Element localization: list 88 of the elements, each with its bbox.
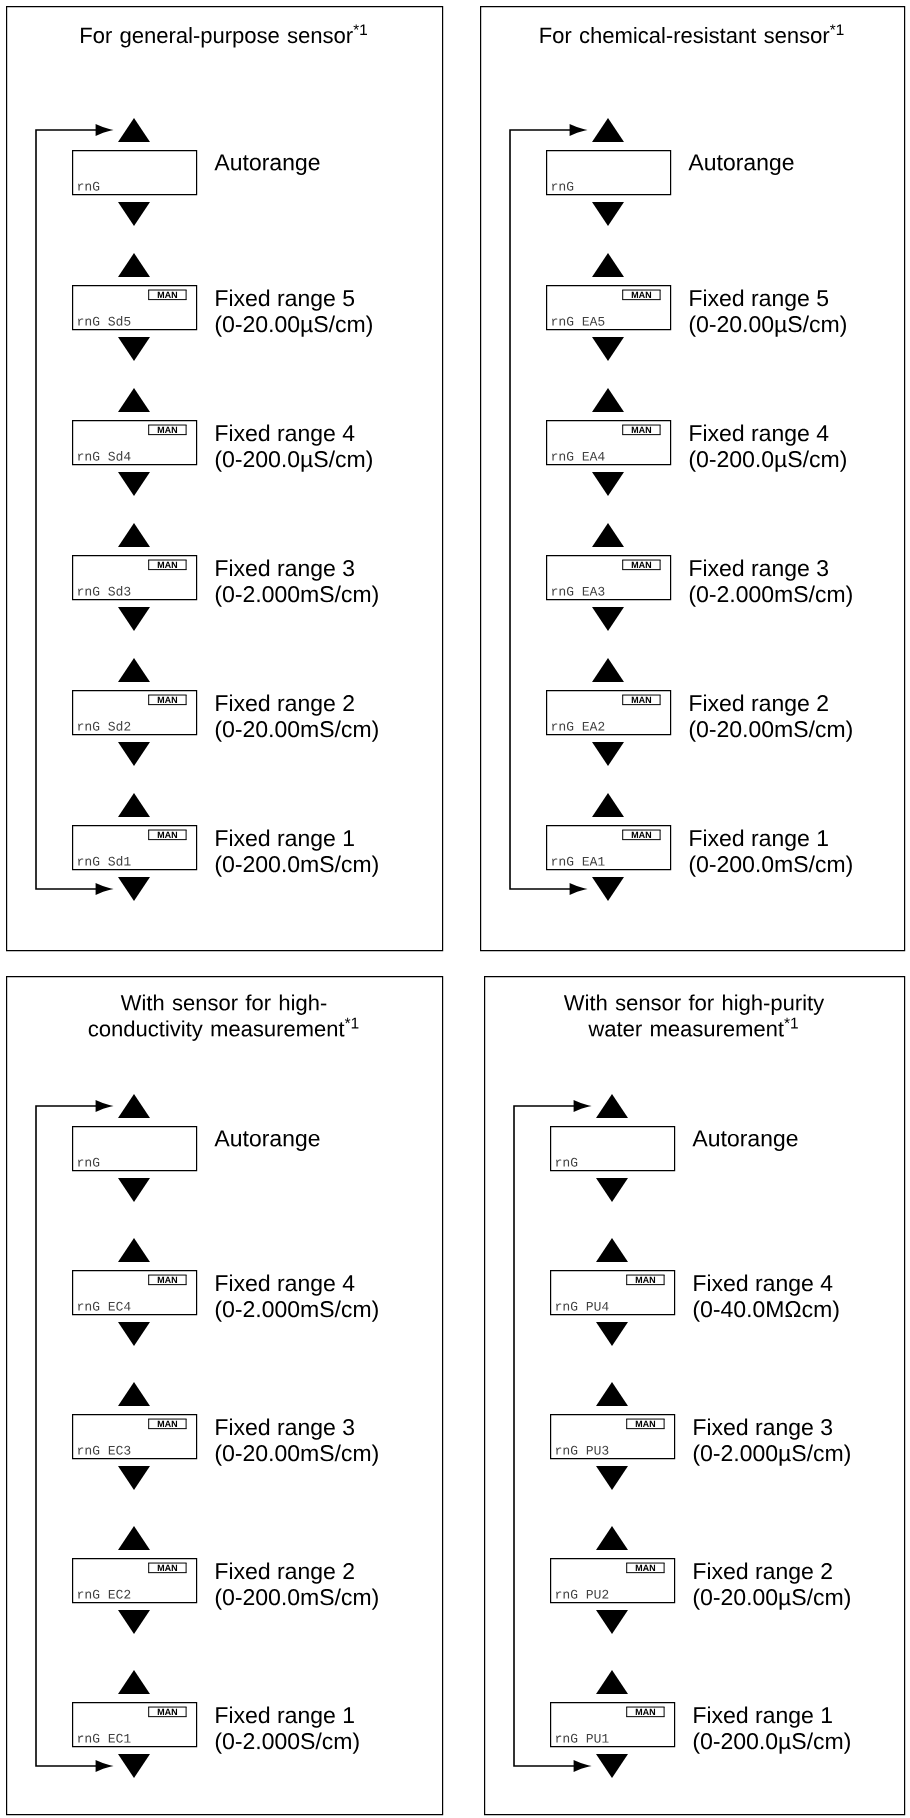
range-value: (0-2.000mS/cm) [215, 1300, 378, 1322]
down-triangle [596, 1466, 628, 1490]
down-triangle [118, 337, 150, 361]
range-name: Fixed range 1 [694, 1706, 832, 1728]
up-triangle [596, 1094, 628, 1118]
down-triangle [118, 202, 150, 226]
range-name: Fixed range 2 [216, 1562, 354, 1584]
down-triangle [592, 472, 624, 496]
range-name: Fixed range 3 [690, 559, 828, 581]
up-triangle [596, 1526, 628, 1550]
range-name: Autorange [692, 1130, 798, 1151]
range-value: (0-20.00µS/cm) [689, 315, 846, 337]
up-triangle [118, 388, 150, 412]
up-triangle [118, 523, 150, 547]
range-value: (0-2.000S/cm) [215, 1732, 359, 1754]
range-name: Fixed range 4 [690, 424, 829, 446]
up-triangle [596, 1670, 628, 1694]
up-triangle [118, 1526, 150, 1550]
loop-arrow [35, 1100, 111, 1772]
range-name: Autorange [214, 1130, 320, 1151]
down-triangle [592, 742, 624, 766]
range-name: Fixed range 3 [216, 1418, 354, 1440]
range-name: Fixed range 2 [690, 694, 828, 716]
range-name: Fixed range 1 [690, 829, 828, 851]
down-triangle [118, 1322, 150, 1346]
down-triangle [118, 742, 150, 766]
range-value: (0-20.00mS/cm) [689, 720, 852, 742]
range-value: (0-200.0mS/cm) [689, 855, 852, 877]
down-triangle [596, 1610, 628, 1634]
range-name: Fixed range 5 [216, 289, 355, 311]
up-triangle [118, 1094, 150, 1118]
down-triangle [118, 1610, 150, 1634]
range-value: (0-2.000mS/cm) [215, 585, 378, 607]
up-triangle [118, 1382, 150, 1406]
down-triangle [592, 877, 624, 901]
down-triangle [118, 1178, 150, 1202]
down-triangle [596, 1322, 628, 1346]
up-triangle [592, 793, 624, 817]
loop-arrow [513, 1100, 589, 1772]
range-name: Fixed range 3 [694, 1418, 832, 1440]
range-value: (0-20.00mS/cm) [215, 720, 378, 742]
loop-arrow [35, 124, 111, 895]
range-value: (0-200.0µS/cm) [693, 1732, 850, 1754]
range-name: Fixed range 2 [216, 694, 354, 716]
up-triangle [118, 118, 150, 142]
down-triangle [592, 607, 624, 631]
up-triangle [118, 1670, 150, 1694]
down-triangle [118, 1466, 150, 1490]
up-triangle [592, 253, 624, 277]
range-name: Fixed range 4 [216, 424, 355, 446]
range-value: (0-200.0µS/cm) [689, 450, 846, 472]
range-value: (0-200.0mS/cm) [215, 1588, 378, 1610]
range-value: (0-20.00mS/cm) [215, 1444, 378, 1466]
range-name: Fixed range 2 [694, 1562, 832, 1584]
range-value: (0-2.000mS/cm) [689, 585, 852, 607]
down-triangle [118, 877, 150, 901]
range-name: Fixed range 3 [216, 559, 354, 581]
down-triangle [118, 472, 150, 496]
up-triangle [592, 523, 624, 547]
range-name: Fixed range 1 [216, 1706, 354, 1728]
up-triangle [118, 253, 150, 277]
range-value: (0-20.00µS/cm) [693, 1588, 850, 1610]
up-triangle [592, 118, 624, 142]
range-name: Fixed range 4 [694, 1274, 833, 1296]
up-triangle [592, 658, 624, 682]
down-triangle [596, 1178, 628, 1202]
range-value: (0-200.0mS/cm) [215, 855, 378, 877]
range-value: (0-20.00µS/cm) [215, 315, 372, 337]
down-triangle [592, 202, 624, 226]
range-name: Fixed range 4 [216, 1274, 355, 1296]
down-triangle [592, 337, 624, 361]
loop-arrow [509, 124, 585, 895]
range-value: (0-2.000µS/cm) [693, 1444, 850, 1466]
up-triangle [118, 658, 150, 682]
range-name: Fixed range 1 [216, 829, 354, 851]
range-name: Autorange [688, 154, 794, 175]
up-triangle [118, 1238, 150, 1262]
range-name: Autorange [214, 154, 320, 175]
range-value: (0-200.0µS/cm) [215, 450, 372, 472]
down-triangle [118, 607, 150, 631]
down-triangle [596, 1754, 628, 1778]
up-triangle [118, 793, 150, 817]
range-name: Fixed range 5 [690, 289, 829, 311]
up-triangle [592, 388, 624, 412]
down-triangle [118, 1754, 150, 1778]
range-value: (0-40.0MΩcm) [693, 1300, 839, 1322]
up-triangle [596, 1238, 628, 1262]
up-triangle [596, 1382, 628, 1406]
